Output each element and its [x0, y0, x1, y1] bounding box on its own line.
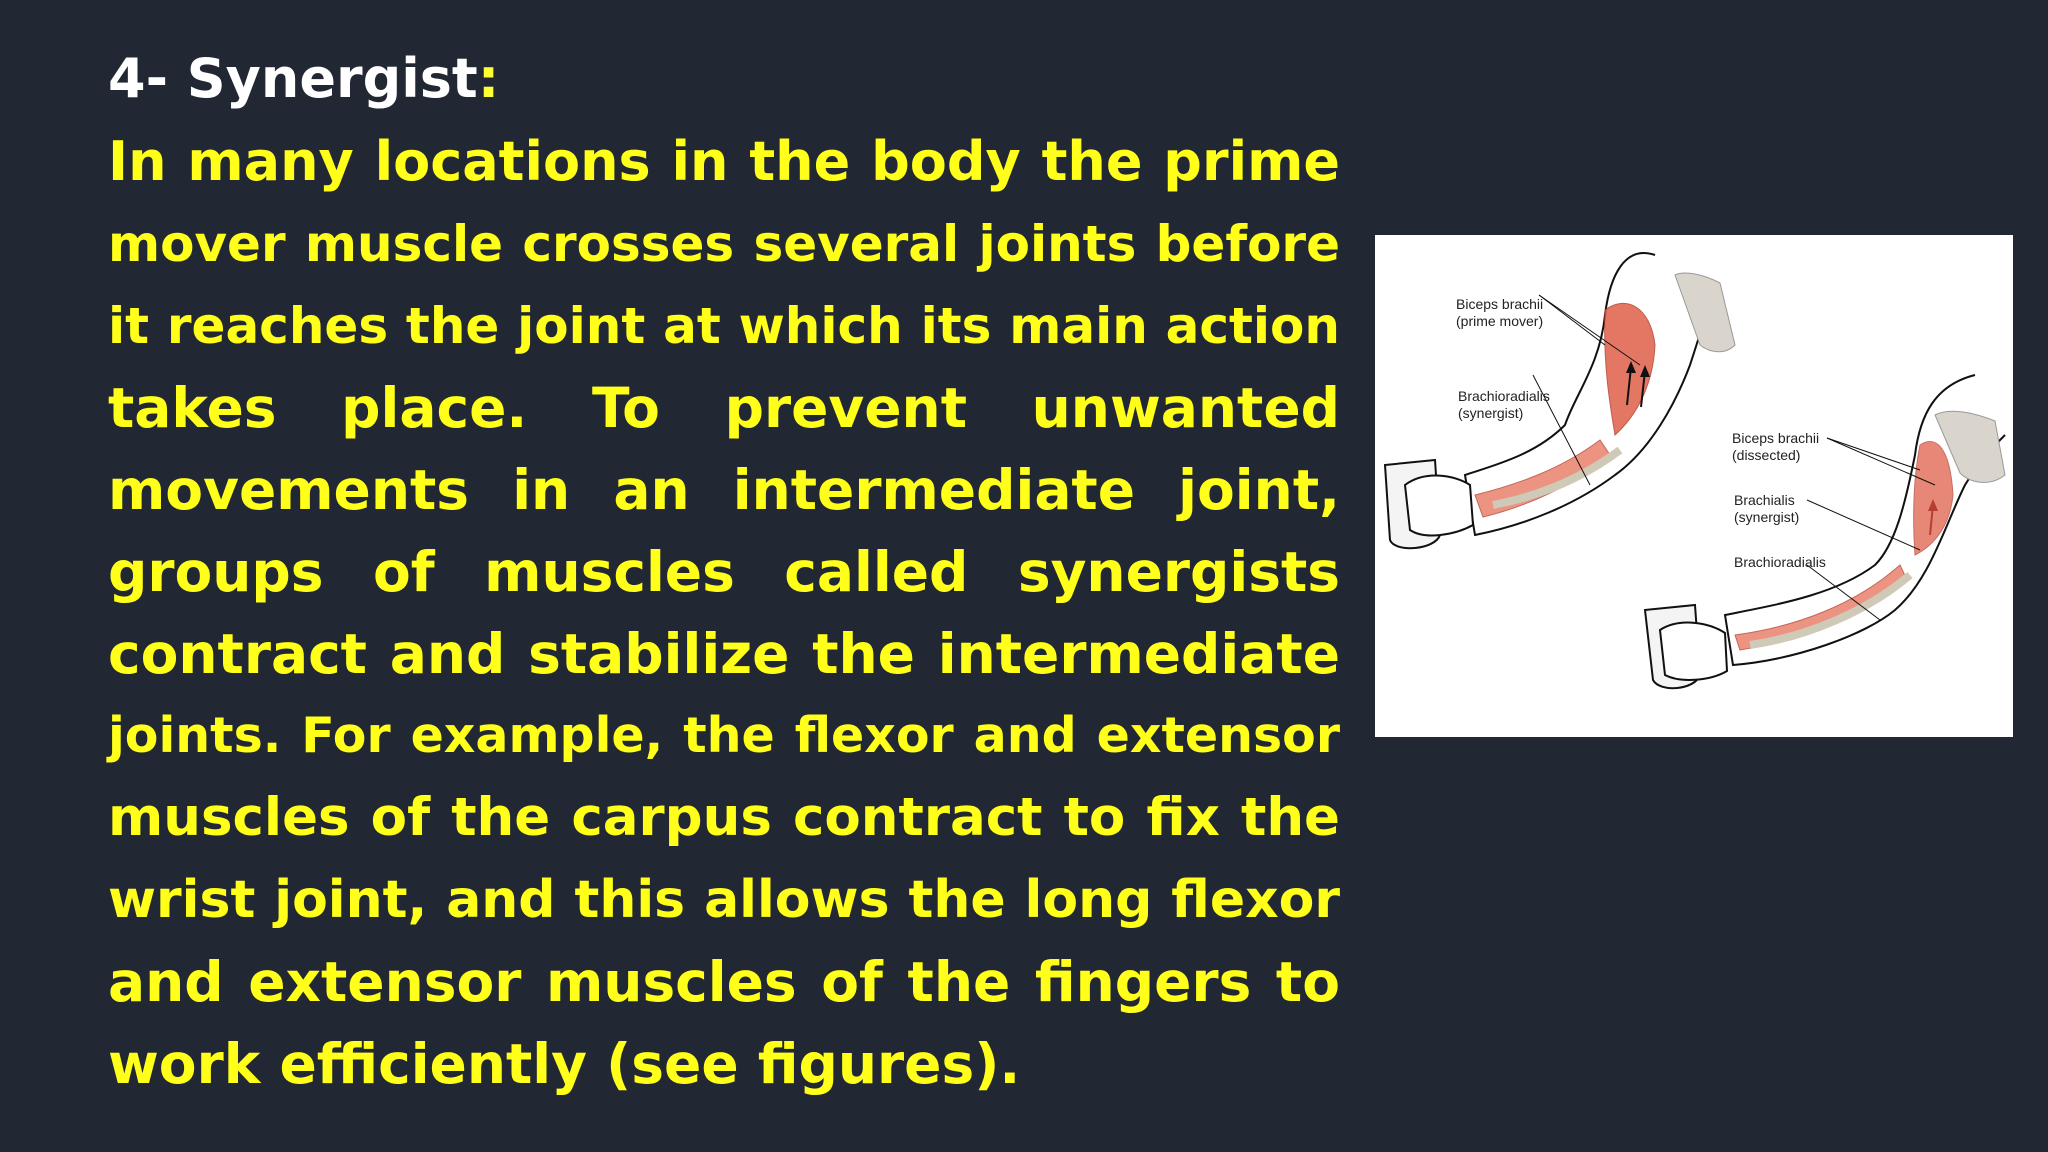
- body-paragraph: In many locations in the body the prime …: [108, 121, 1340, 1105]
- body-line: muscles of the carpus contract to fix th…: [108, 787, 1340, 848]
- arm-illustration: Biceps brachii (prime mover) Brachioradi…: [1383, 252, 2006, 690]
- body-line: joints. For example, the flexor and exte…: [108, 707, 1340, 764]
- body-line: work efficiently (see figures).: [108, 1032, 1021, 1096]
- label-brachialis-1: Brachialis: [1734, 492, 1795, 508]
- label-biceps-dissected-1: Biceps brachii: [1732, 430, 1819, 446]
- arm-muscle-figure: Biceps brachii (prime mover) Brachioradi…: [1375, 235, 2013, 737]
- arm-two: Biceps brachii (dissected) Brachialis (s…: [1643, 374, 2006, 690]
- body-line: mover muscle crosses several joints befo…: [108, 215, 1340, 273]
- slide-heading: 4- Synergist:: [108, 44, 499, 114]
- label-brachioradialis-syn-2: (synergist): [1458, 405, 1523, 421]
- arm-one: Biceps brachii (prime mover) Brachioradi…: [1383, 252, 1736, 550]
- body-line: In many locations in the body the prime: [108, 130, 1340, 193]
- body-line: contract and stabilize the intermediate: [108, 622, 1340, 686]
- label-brachialis-2: (synergist): [1734, 509, 1799, 525]
- body-line: and extensor muscles of the fingers to: [108, 950, 1340, 1014]
- label-biceps-dissected-2: (dissected): [1732, 447, 1800, 463]
- label-brachioradialis: Brachioradialis: [1734, 554, 1826, 570]
- label-biceps-prime-2: (prime mover): [1456, 313, 1543, 329]
- body-line: takes place. To prevent unwanted: [108, 376, 1340, 440]
- body-line: wrist joint, and this allows the long fl…: [108, 870, 1340, 930]
- heading-colon: :: [477, 47, 500, 110]
- label-biceps-prime-1: Biceps brachii: [1456, 296, 1543, 312]
- body-line: it reaches the joint at which its main a…: [108, 297, 1340, 355]
- body-line: groups of muscles called synergists: [108, 540, 1340, 604]
- body-line: movements in an intermediate joint,: [108, 458, 1340, 522]
- label-brachioradialis-syn-1: Brachioradialis: [1458, 388, 1550, 404]
- heading-text: 4- Synergist: [108, 47, 478, 110]
